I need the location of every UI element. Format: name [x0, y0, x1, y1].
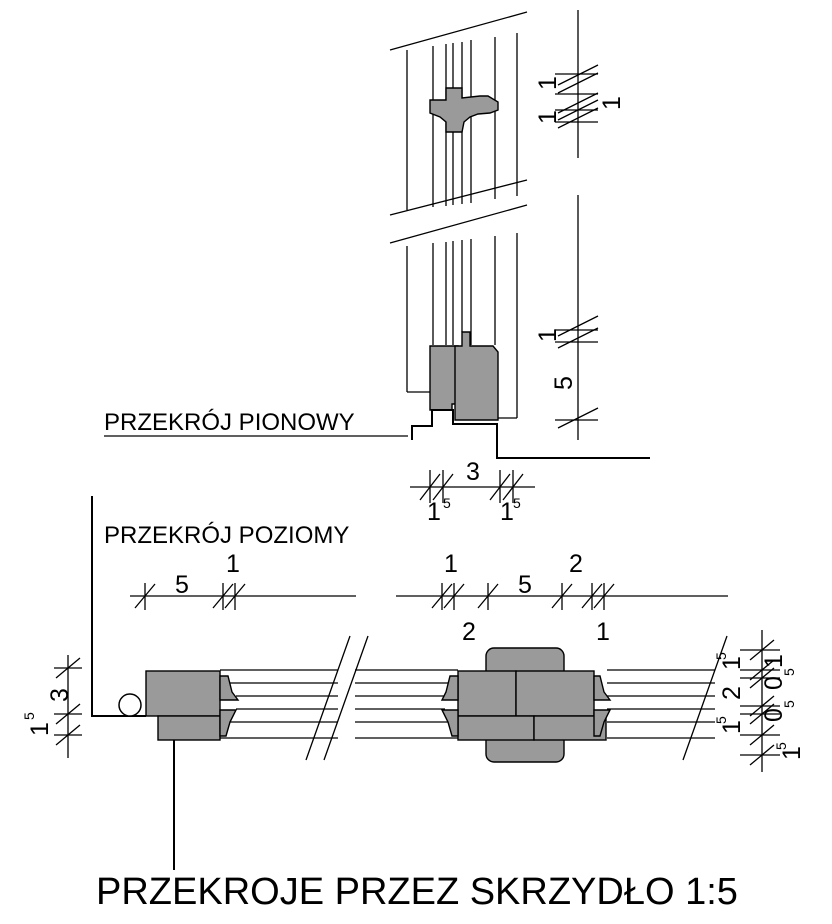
dim-hr-1c: 1: [718, 720, 746, 734]
dim-h-right-1b: 1: [596, 618, 610, 646]
break-line: [389, 204, 528, 244]
sash-profile-center-left: [457, 670, 517, 717]
horizontal-section: PRZEKRÓJ POZIOMY: [21, 496, 806, 870]
dim-v-1a: 1: [534, 76, 562, 90]
glazing-bead-left: [219, 675, 240, 701]
dim-h-left-3: 3: [46, 688, 74, 702]
vertical-section: PRZEKRÓJ PIONOWY 1 1 1 1 5: [104, 10, 650, 526]
dim-hr-1d: 1: [778, 746, 806, 760]
break-line: [389, 11, 528, 51]
glazing-bead-center-right: [593, 675, 612, 701]
dim-hr-0b: 0: [760, 708, 788, 722]
dim-15a-sup: 5: [443, 495, 451, 511]
sash-profile-center-right: [515, 670, 595, 717]
sash-profile-left: [429, 345, 459, 411]
dim-h-right-2b: 2: [462, 618, 476, 646]
frame-profile-center-left: [457, 715, 535, 741]
dim-15a: 1: [427, 498, 441, 526]
drawing-title: PRZEKROJE PRZEZ SKRZYDŁO 1:5: [96, 871, 738, 913]
dim-hr-1d-sup: 5: [773, 742, 789, 750]
dim-15b-sup: 5: [513, 495, 521, 511]
dim-h-1: 1: [226, 550, 240, 578]
glazing-bead-left-bottom: [219, 709, 238, 737]
break-line: [323, 635, 369, 761]
seal-gasket: [118, 693, 142, 717]
sash-profile-right: [454, 331, 499, 421]
frame-profile-left: [157, 715, 221, 741]
dim-v-1d: 1: [534, 328, 562, 342]
glazing-bead-profile: [429, 87, 499, 133]
dim-h-right-5: 5: [518, 571, 532, 599]
dim-h-left-1: 1: [26, 722, 54, 736]
dim-hr-2: 2: [718, 686, 746, 700]
horizontal-section-label: PRZEKRÓJ POZIOMY: [104, 522, 349, 549]
glazing-bead-center-left-bottom: [440, 709, 459, 737]
glazing-bead-center-right-bottom: [593, 709, 612, 737]
dim-v-1b: 1: [534, 110, 562, 124]
dim-hr-0a-sup: 5: [781, 668, 797, 676]
dim-hr-0b-sup: 5: [781, 700, 797, 708]
dim-15b: 1: [500, 498, 514, 526]
dim-h-left-sup: 5: [21, 712, 37, 720]
dim-hr-1b: 1: [760, 654, 788, 668]
dim-hr-0a: 0: [760, 676, 788, 690]
dim-v-1c: 1: [598, 96, 626, 110]
dim-h-right-2a: 2: [569, 550, 583, 578]
dim-3: 3: [466, 458, 480, 486]
break-line: [682, 635, 728, 761]
dim-hr-1a-sup: 5: [713, 652, 729, 660]
dim-h-right-1a: 1: [444, 550, 458, 578]
dim-v-5: 5: [550, 376, 578, 390]
glazing-bead-center-left: [440, 675, 459, 701]
dim-h-5: 5: [175, 571, 189, 599]
dim-hr-1c-sup: 5: [713, 716, 729, 724]
sash-profile-left: [145, 670, 221, 717]
dim-hr-1a: 1: [718, 656, 746, 670]
break-line: [389, 179, 528, 216]
break-line: [305, 635, 351, 761]
vertical-section-label: PRZEKRÓJ PIONOWY: [104, 409, 355, 436]
sill-line: [411, 409, 650, 459]
